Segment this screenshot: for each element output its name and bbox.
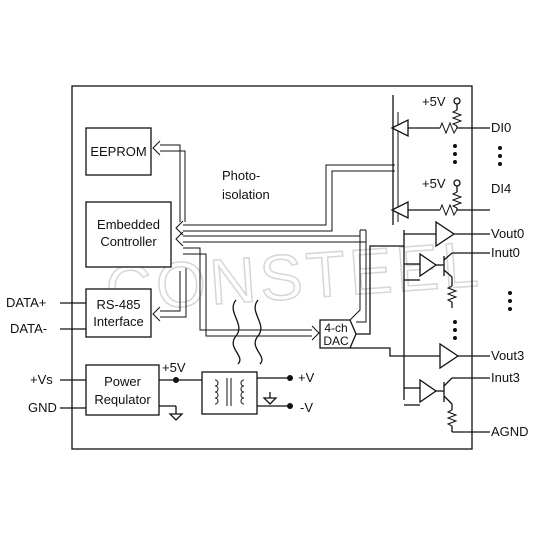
pin-vs: +Vs: [30, 372, 53, 387]
controller-block: Embedded Controller: [85, 201, 172, 268]
pin-agnd: AGND: [491, 424, 529, 439]
rs485-label-line2: Interface: [93, 314, 144, 329]
eeprom-block: EEPROM: [85, 127, 152, 176]
power-regulator-block: Power Requlator: [85, 364, 160, 416]
module-outline: [71, 85, 473, 450]
vcc-power-label: +5V: [162, 360, 186, 375]
pin-gnd: GND: [28, 400, 57, 415]
bus-arrows: [152, 140, 395, 341]
pin-inut3: Inut3: [491, 370, 520, 385]
power-label-line1: Power: [104, 374, 142, 389]
isolation-barrier: [232, 299, 263, 365]
power-label-line2: Requlator: [94, 392, 151, 407]
plus-v-label: +V: [298, 370, 315, 385]
di-opto-array: [390, 95, 502, 225]
rs485-wiring: [60, 302, 86, 330]
pin-data-plus: DATA+: [6, 295, 46, 310]
minus-v-label: -V: [300, 400, 313, 415]
photo-isolation-label-line2: isolation: [222, 187, 270, 202]
dac-block: 4-ch DAC: [319, 319, 357, 349]
rs485-block: RS-485 Interface: [85, 288, 152, 338]
vcc-top-label: +5V: [422, 94, 446, 109]
pin-inut0: Inut0: [491, 245, 520, 260]
pin-di4: DI4: [491, 181, 511, 196]
pin-vout0: Vout0: [491, 226, 524, 241]
analog-output-section: [350, 220, 512, 433]
pin-data-minus: DATA-: [10, 321, 47, 336]
dac-label-line2: DAC: [323, 334, 349, 348]
controller-label-line2: Controller: [100, 234, 157, 249]
dc-dc-converter: [201, 371, 258, 415]
pin-vout3: Vout3: [491, 348, 524, 363]
vcc-di4-label: +5V: [422, 176, 446, 191]
controller-label-line1: Embedded: [97, 217, 160, 232]
photo-isolation-label-line1: Photo-: [222, 168, 260, 183]
eeprom-label: EEPROM: [90, 144, 146, 159]
pin-di0: DI0: [491, 120, 511, 135]
dac-label-line1: 4-ch: [324, 321, 347, 335]
power-section: [60, 371, 293, 421]
rs485-label-line1: RS-485: [96, 297, 140, 312]
